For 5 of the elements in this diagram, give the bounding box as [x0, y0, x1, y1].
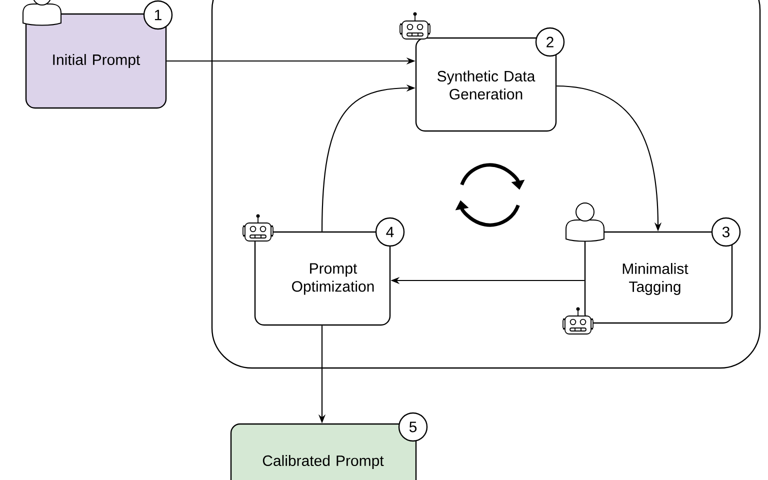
number-badge: 2	[535, 27, 565, 57]
number-badge: 3	[711, 217, 741, 247]
number-badge: 1	[143, 0, 173, 30]
number-badge: 5	[398, 412, 428, 442]
container-box	[211, 0, 761, 369]
